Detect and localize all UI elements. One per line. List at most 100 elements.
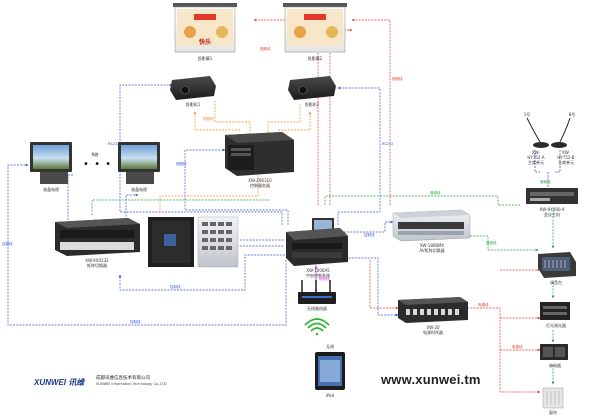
matrix-switcher [55,218,140,256]
dimmer-label: 灯光调光器 [546,323,566,328]
wire-blue-power [342,257,399,317]
wire-blue-tv-loop [7,163,287,326]
wire-label-blue-4: 控制线 [2,241,13,246]
relay-label: 继电器 [549,363,561,368]
av-matrix-model: XW-1808MX [419,243,445,248]
wire-blue-proj2 [337,86,381,225]
wire-blue-matrix [118,254,288,291]
mic-2-top: 8号 [568,112,576,117]
central-name: 中央控制系统 [306,273,330,278]
wire-label-blue-7: 控制线 [364,232,375,237]
wires [7,18,561,394]
wire-red-screen2 [329,28,353,205]
matrix-name: 矩阵切换器 [87,263,107,268]
screen-2-label: 投影幕2 [307,56,323,61]
curtain-label: 窗帘 [549,410,557,415]
tv-2 [118,142,160,184]
av-matrix-name: AV矩阵切换器 [419,248,445,253]
wire-violet-mic-r [555,150,561,173]
control-server [225,132,294,176]
wire-label-red-3: 视频线 [260,46,271,51]
wire-label-magenta: 网络线 [319,276,330,281]
router-label: 无线路由器 [307,306,327,311]
wireless-router [298,280,336,304]
wire-red-screen2b [351,18,391,205]
tv-1-label: 液晶电视 [43,187,59,192]
tablet-label: iPad [325,393,335,398]
audio-mixer [538,252,576,278]
wire-blue-av [344,220,394,233]
mic-2-label: XW-HY752-B 主席单元 [557,150,575,165]
wire-orange-down [159,175,259,215]
wire-red-screen1 [253,18,319,205]
wire-red-power-left [369,260,399,310]
wire-green-top [324,195,520,206]
wire-green-left [91,199,270,215]
matrix-model: XW-XX0232 [85,258,109,263]
power-sequencer [398,297,468,323]
wire-label-green-2: 音频线 [486,240,497,245]
microphone-1 [526,117,549,148]
light-dimmer [540,302,570,320]
relay-box [540,344,568,360]
mixer-label: 调音台 [550,280,562,285]
wire-orange-right2 [267,104,301,135]
company-name-cn: 成都讯维信息技术有限公司 [96,376,150,381]
wifi-label: 无线 [326,344,334,349]
microphone-2 [551,117,571,148]
wifi-icon [304,318,330,336]
wire-blue-tv-left [67,174,74,220]
wire-blue-tv-right [125,193,139,220]
wire-label-blue-5: 控制线 [130,319,141,324]
tv-1 [30,142,72,184]
wire-violet-mic-l [534,150,540,173]
company-logo: XUNWEI 讯维 成都讯维信息技术有限公司 XUNWEI Informatio… [34,375,184,391]
wire-label-blue-2: RS232 [382,142,393,146]
central-model: XW-1000A5 [306,268,330,273]
tv-2-label: 液晶电视 [131,187,147,192]
projection-screen-1: 快乐 [173,3,237,53]
curtain-device [542,387,564,409]
conf-host-model: XW-HY900-X [539,207,565,212]
power-seq-name: 电源时序器 [423,330,443,335]
wire-orange-left2 [214,100,251,135]
wire-label-red-4: 电源线 [478,302,489,307]
wire-orange-right [278,111,312,131]
power-seq-model: XW-20 [426,325,440,330]
conf-host-name: 会议主机 [544,212,560,217]
wire-label-blue-6: 控制线 [170,284,181,289]
wire-orange-left [193,111,240,131]
screen-1-label: 投影幕1 [197,56,213,61]
conference-host [526,188,578,204]
projection-screen-2 [283,3,347,53]
patch-panel [197,216,239,268]
server-model: XW-Z80310 [248,178,272,183]
projector-1-label: 投影机1 [185,102,201,107]
tv-count-label: N路 [91,152,99,157]
website-url: www.xunwei.tm [381,372,481,387]
video-processor [148,217,194,267]
wire-label-red-5: 电源线 [512,344,523,349]
wire-label-orange-1: 视频线 [203,116,214,121]
tv-ellipsis: • • • [83,159,113,170]
projector-2 [288,76,336,100]
wire-label-blue-3: 视频线 [176,161,187,166]
screen-1-banner: 快乐 [198,38,211,46]
av-matrix [392,209,471,242]
wire-label-blue-1: RS232 [108,142,119,146]
wire-label-red-2: 视频线 [392,76,403,81]
logo-mark: XUNWEI 讯维 [34,378,85,387]
tablet-device [315,352,345,390]
mic-1-top: 1号 [523,112,531,117]
central-control [286,218,348,266]
mic-1-label: XW-HY752-A 主席单元 [527,150,545,165]
wire-blue-server [184,148,289,225]
wire-labels: 视频线 视频线 视频线 RS232 RS232 视频线 控制线 控制线 控制线 … [2,46,551,349]
projector-1 [170,76,216,100]
wire-label-green-1: 音频线 [430,190,441,195]
wire-label-green-3: 音频线 [540,179,551,184]
wire-green-audio [470,235,539,252]
server-name: 控制服务器 [250,183,270,188]
projector-2-label: 投影机2 [304,102,320,107]
